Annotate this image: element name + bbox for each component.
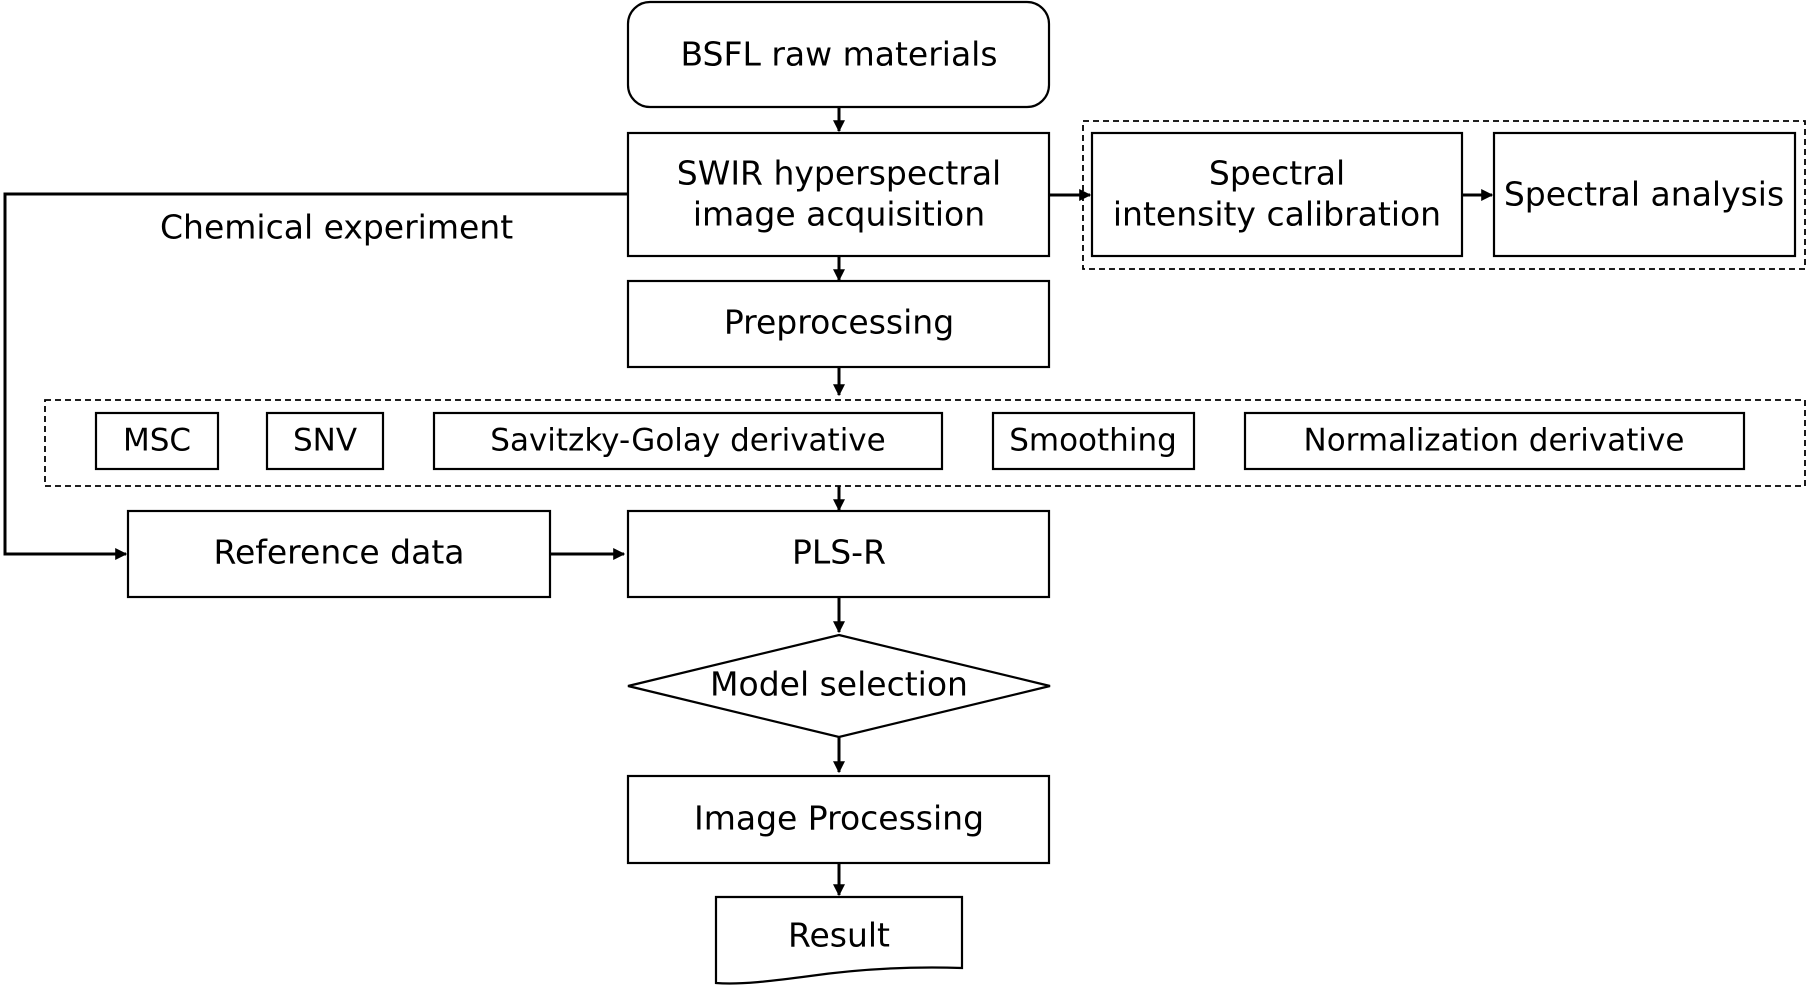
node-plsr: PLS-R <box>626 509 1051 599</box>
node-result-label: Result <box>788 916 890 955</box>
node-preprocessing-label: Preprocessing <box>724 303 954 342</box>
node-intensity-calibration-line1: Spectral <box>1209 154 1345 193</box>
method-smoothing-label: Smoothing <box>1009 423 1177 459</box>
node-result: Result <box>714 895 964 985</box>
node-intensity-calibration: Spectral intensity calibration <box>1090 131 1464 258</box>
node-plsr-label: PLS-R <box>792 533 886 572</box>
method-msc-label: MSC <box>123 423 191 459</box>
node-reference-data: Reference data <box>126 509 552 599</box>
chemical-experiment-label: Chemical experiment <box>160 208 513 247</box>
node-image-processing-label: Image Processing <box>694 799 984 838</box>
node-raw-materials: BSFL raw materials <box>626 0 1051 109</box>
preprocessing-methods-frame <box>44 399 1806 487</box>
method-snv-label: SNV <box>293 423 357 459</box>
arrow-chemical-experiment <box>3 192 628 560</box>
node-preprocessing: Preprocessing <box>626 279 1051 369</box>
node-model-selection-label: Model selection <box>710 665 968 704</box>
method-savitzky-golay: Savitzky-Golay derivative <box>432 411 944 471</box>
node-raw-materials-label: BSFL raw materials <box>680 35 997 74</box>
method-snv: SNV <box>265 411 385 471</box>
method-savitzky-golay-label: Savitzky-Golay derivative <box>490 423 885 459</box>
node-image-acquisition-line2: image acquisition <box>693 195 985 234</box>
node-image-processing: Image Processing <box>626 774 1051 865</box>
node-model-selection: Model selection <box>627 633 1051 739</box>
node-reference-data-label: Reference data <box>214 533 465 572</box>
method-msc: MSC <box>94 411 220 471</box>
node-spectral-analysis-label: Spectral analysis <box>1504 175 1784 214</box>
node-intensity-calibration-line2: intensity calibration <box>1113 195 1441 234</box>
node-spectral-analysis: Spectral analysis <box>1492 131 1797 258</box>
method-smoothing: Smoothing <box>991 411 1196 471</box>
method-normalization-derivative: Normalization derivative <box>1243 411 1746 471</box>
node-image-acquisition: SWIR hyperspectral image acquisition <box>626 131 1051 258</box>
node-image-acquisition-line1: SWIR hyperspectral <box>677 154 1001 193</box>
method-normalization-derivative-label: Normalization derivative <box>1304 423 1685 459</box>
